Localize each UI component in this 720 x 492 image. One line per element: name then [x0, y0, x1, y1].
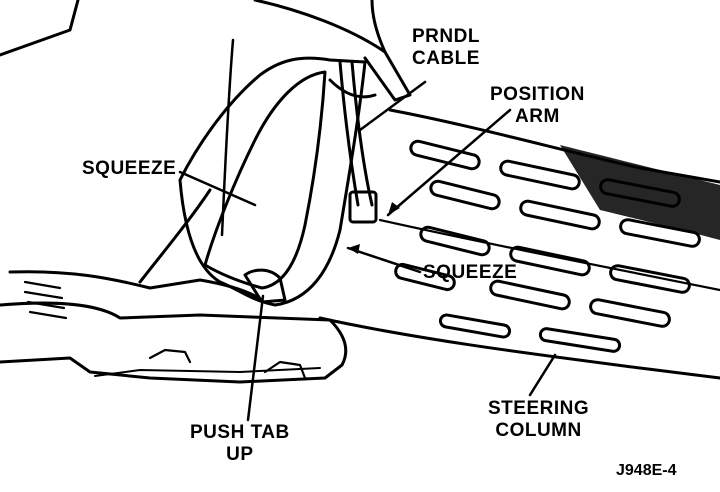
label-push-tab-up: PUSH TAB UP	[190, 422, 290, 466]
label-squeeze-left-text: SQUEEZE	[82, 158, 177, 179]
label-push-tab-line2: UP	[226, 444, 254, 465]
label-steering-column-line2: COLUMN	[495, 420, 582, 441]
label-prndl-cable-line2: CABLE	[412, 48, 480, 69]
label-prndl-cable: PRNDL CABLE	[412, 26, 480, 70]
label-prndl-cable-line1: PRNDL	[412, 26, 480, 47]
leader-push-tab	[246, 294, 265, 422]
column-bottom-edge	[318, 316, 720, 380]
leader-squeeze-right	[346, 246, 422, 274]
upper-mount	[363, 50, 412, 102]
push-tab	[243, 268, 287, 304]
leader-prndl-cable	[358, 80, 427, 132]
label-steering-column-line1: STEERING	[488, 398, 590, 419]
shroud-nubs	[148, 348, 307, 380]
label-position-arm: POSITION ARM	[490, 84, 585, 128]
arrowhead-squeeze-right	[348, 244, 360, 254]
leader-squeeze-left	[178, 170, 257, 207]
shroud-bottom-detail	[94, 367, 321, 377]
figure-id: J948E-4	[616, 462, 677, 479]
arrowhead-position-arm	[388, 202, 400, 215]
column-shadow-band	[560, 145, 720, 240]
position-arm-clip	[348, 190, 378, 224]
column-shroud-left	[8, 270, 264, 302]
label-squeeze-right: SQUEEZE	[423, 262, 517, 284]
bracket-outer	[178, 56, 367, 307]
upper-body-edge	[0, 0, 80, 57]
label-position-arm-line2: ARM	[515, 106, 560, 127]
leader-position-arm	[386, 108, 512, 217]
label-squeeze-left: SQUEEZE	[82, 158, 176, 180]
leader-steering-column	[528, 353, 557, 397]
bracket-rim	[138, 188, 212, 284]
grille-slats	[23, 280, 68, 320]
label-position-arm-line1: POSITION	[490, 84, 585, 105]
dash-shroud-inner	[220, 38, 235, 237]
label-push-tab-line1: PUSH TAB	[190, 422, 290, 443]
bracket-inner	[203, 70, 327, 290]
label-steering-column: STEERING COLUMN	[488, 398, 589, 442]
column-mid-edge	[378, 218, 720, 292]
position-arm-pivot	[328, 78, 377, 99]
dash-shroud-outline	[253, 0, 387, 54]
label-squeeze-right-text: SQUEEZE	[423, 262, 518, 283]
